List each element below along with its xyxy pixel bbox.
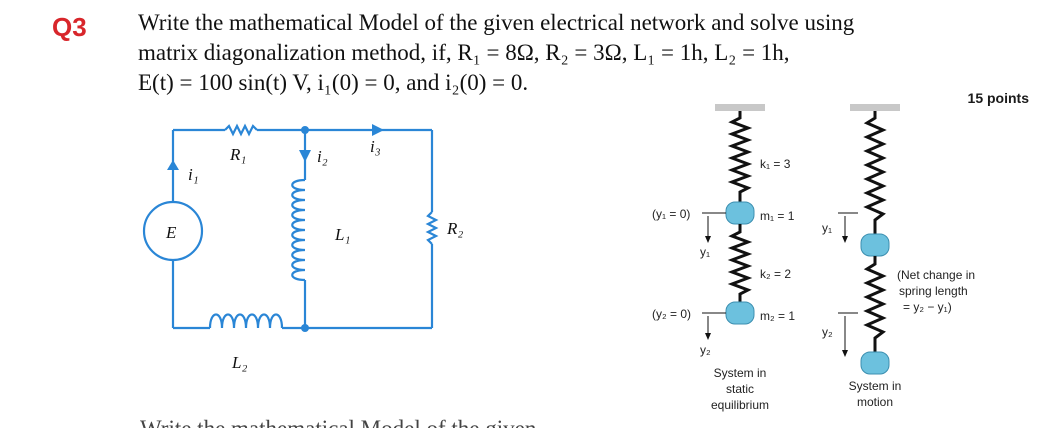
inductor-l1 bbox=[291, 178, 306, 282]
label-y1: y₁ bbox=[700, 245, 710, 259]
spring-system-motion bbox=[838, 104, 900, 375]
label-l1: L₁ bbox=[334, 225, 350, 244]
arrow-i1-icon bbox=[167, 160, 179, 170]
arrow-i2-icon bbox=[299, 150, 311, 162]
question-line-1: Write the mathematical Model of the give… bbox=[138, 10, 855, 35]
inductor-l2 bbox=[208, 313, 284, 329]
mass-m1-static bbox=[725, 201, 755, 225]
caption-motion-2: motion bbox=[857, 395, 893, 409]
label-i3: i₃ bbox=[370, 137, 381, 156]
label-i2: i₂ bbox=[317, 147, 328, 166]
label-y2: y₂ bbox=[700, 343, 711, 357]
label-l2: L₂ bbox=[231, 353, 247, 372]
voltage-source bbox=[142, 200, 204, 262]
circuit-diagram bbox=[142, 123, 439, 330]
junction-top bbox=[301, 126, 309, 134]
ceiling-motion bbox=[850, 104, 900, 111]
net-change-2: spring length bbox=[899, 284, 968, 298]
junction-bottom bbox=[301, 324, 309, 332]
circuit-markers bbox=[167, 124, 384, 332]
spring-system-static bbox=[702, 104, 765, 340]
caption-static-3: equilibrium bbox=[711, 398, 769, 412]
mass-m1-motion bbox=[860, 233, 890, 257]
arrow-y2-motion-icon bbox=[842, 350, 848, 357]
label-k2: k₂ = 2 bbox=[760, 267, 791, 281]
question-line-2: matrix diagonalization method, if, R₁ = … bbox=[138, 40, 790, 65]
label-m2: m₂ = 1 bbox=[760, 309, 795, 323]
arrow-i3-icon bbox=[372, 124, 384, 136]
resistor-r2 bbox=[425, 211, 439, 245]
spring-k1-motion bbox=[863, 111, 887, 234]
arrow-y1-icon bbox=[705, 236, 711, 243]
net-change-1: (Net change in bbox=[897, 268, 975, 282]
label-e: E bbox=[165, 223, 177, 242]
label-k1: k₁ = 3 bbox=[760, 157, 791, 171]
arrow-y1-motion-icon bbox=[842, 236, 848, 243]
question-text: Write the mathematical Model of the give… bbox=[138, 8, 1038, 98]
mass-m2-motion bbox=[860, 351, 890, 375]
caption-motion-1: System in bbox=[849, 379, 902, 393]
label-y2-eq: (y₂ = 0) bbox=[652, 307, 691, 321]
question-number: Q3 bbox=[52, 12, 87, 42]
resistor-r1 bbox=[224, 123, 258, 137]
points-badge: 15 points bbox=[967, 90, 1029, 106]
label-r1: R₁ bbox=[229, 145, 246, 164]
spring-k2-static bbox=[727, 224, 753, 302]
spring-k2-motion bbox=[863, 256, 887, 352]
label-y2-motion: y₂ bbox=[822, 325, 833, 339]
arrow-y2-icon bbox=[705, 333, 711, 340]
next-question-fragment: Write the mathematical Model of the give… bbox=[140, 414, 970, 428]
caption-static-1: System in bbox=[714, 366, 767, 380]
label-y1-motion: y₁ bbox=[822, 221, 832, 235]
caption-static-2: static bbox=[726, 382, 754, 396]
label-r2: R₂ bbox=[446, 219, 463, 238]
spring-k1-static bbox=[727, 111, 753, 202]
label-m1: m₁ = 1 bbox=[760, 209, 795, 223]
net-change-3: = y₂ − y₁) bbox=[903, 300, 952, 314]
label-i1: i₁ bbox=[188, 165, 199, 184]
label-y1-eq: (y₁ = 0) bbox=[652, 207, 690, 221]
mass-m2-static bbox=[725, 301, 755, 325]
ceiling-static bbox=[715, 104, 765, 111]
question-line-3: E(t) = 100 sin(t) V, i₁(0) = 0, and i₂(0… bbox=[138, 70, 529, 95]
